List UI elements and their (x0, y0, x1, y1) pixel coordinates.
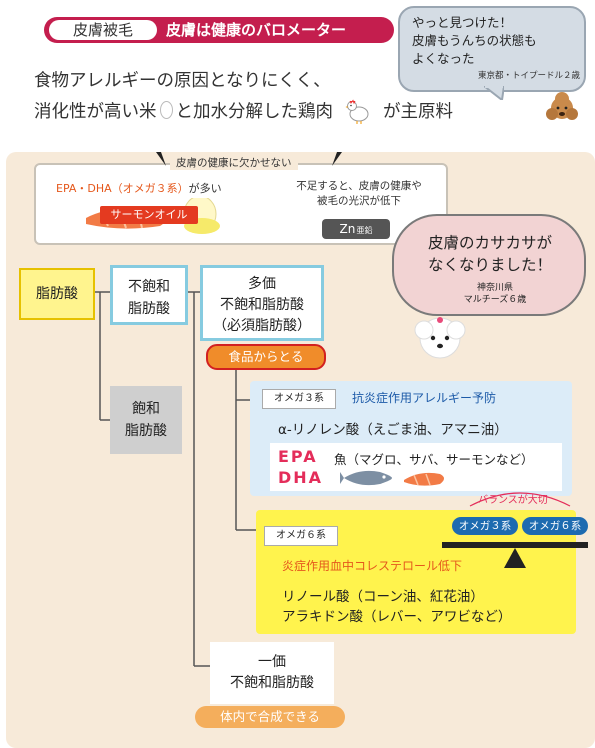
testimonial-bubble-top (398, 6, 586, 92)
intro-line2: 消化性が高い米と加水分解した鶏肉 が主原料 (34, 97, 554, 128)
balance-omega3: オメガ３系 (452, 517, 518, 535)
synthesized-in-body-pill: 体内で合成できる (195, 706, 345, 728)
testimonial-top-text: やっと見つけた！ 皮膚もうんちの状態も よくなった (412, 14, 582, 68)
rice-icon (159, 101, 173, 119)
deficiency-line1: 不足すると、皮膚の健康や (296, 180, 422, 192)
omega3-tag: オメガ３系 (262, 389, 336, 409)
poly-line1: 多価 (248, 276, 276, 292)
testimonial-mid-cap2: マルチーズ６歳 (463, 295, 527, 305)
saturated-line1: 飽和 (132, 401, 160, 417)
emphasis-mark-right-icon (332, 152, 342, 166)
mono-line2: 不飽和脂肪酸 (230, 675, 314, 691)
poly-line2: 不飽和脂肪酸 (220, 297, 304, 313)
epa-dha-suffix: が多い (188, 182, 222, 195)
epa-dha-line: EPA・DHA（オメガ３系）が多い (56, 180, 222, 196)
omega6-tag: オメガ６系 (264, 526, 338, 546)
saturated-line2: 脂肪酸 (125, 423, 167, 439)
unsaturated-box: 不飽和 脂肪酸 (110, 265, 188, 325)
intro-line2-c: が主原料 (383, 102, 453, 122)
mono-line1: 一価 (258, 654, 286, 670)
deficiency-text: 不足すると、皮膚の健康や 被毛の光沢が低下 (284, 179, 434, 209)
unsaturated-line1: 不飽和 (128, 279, 170, 295)
poly-line3: （必須脂肪酸） (213, 318, 311, 334)
alpha-linolenic-text: α-リノレン酸（えごま油、アマニ油） (278, 422, 508, 438)
deficiency-line2: 被毛の光沢が低下 (317, 195, 401, 207)
testimonial-top-line1: やっと見つけた！ (412, 15, 513, 30)
maltese-icon (414, 317, 466, 359)
intro-line2-b: と加水分解した鶏肉 (175, 102, 334, 122)
testimonial-top-caption: 東京都・トイプードル２歳 (477, 71, 580, 81)
omega6-title: 炎症作用血中コレステロール低下 (282, 559, 463, 573)
scale-icon (442, 542, 588, 568)
intro-line2-a: 消化性が高い米 (34, 102, 157, 122)
testimonial-mid-caption: 神奈川県 マルチーズ６歳 (440, 282, 550, 306)
fish-text: 魚（マグロ、サバ、サーモンなど） (334, 452, 534, 467)
from-food-pill: 食品からとる (206, 344, 326, 370)
intro-text: 食物アレルギーの原因となりにくく、 消化性が高い米と加水分解した鶏肉 が主原料 (34, 66, 554, 128)
arachidonic-text: アラキドン酸（レバー、アワビなど） (282, 609, 512, 625)
info-heading: 皮膚の健康に欠かせない (170, 155, 298, 170)
bubble-tail-icon (484, 86, 504, 100)
fatty-acid-box: 脂肪酸 (19, 268, 95, 320)
testimonial-mid-line2: なくなりました！ (427, 256, 552, 274)
balance-arc (469, 492, 571, 507)
epa-dha-label: EPA・DHA（オメガ３系） (56, 182, 189, 195)
zinc-label: 亜鉛 (356, 226, 373, 235)
testimonial-bubble-mid (392, 214, 586, 316)
testimonial-mid-cap1: 神奈川県 (476, 283, 513, 293)
header-tag: 皮膚被毛 (49, 20, 157, 40)
polyunsaturated-box: 多価 不飽和脂肪酸 （必須脂肪酸） (200, 265, 324, 341)
chicken-icon (345, 99, 369, 124)
header-title: 皮膚は健康のバロメーター (166, 21, 347, 39)
omega3-title: 抗炎症作用アレルギー予防 (352, 391, 497, 405)
saturated-box: 飽和 脂肪酸 (110, 386, 182, 454)
monounsaturated-box: 一価 不飽和脂肪酸 (210, 642, 334, 704)
intro-line1: 食物アレルギーの原因となりにくく、 (34, 71, 331, 91)
emphasis-mark-left-icon (156, 152, 166, 166)
linoleic-text: リノール酸（コーン油、紅花油） (282, 589, 484, 605)
unsaturated-line2: 脂肪酸 (128, 301, 170, 317)
fish-icon (340, 470, 444, 486)
testimonial-top-line3: よくなった (412, 51, 475, 66)
balance-label: バランスが大切 (478, 495, 548, 506)
testimonial-top-line2: 皮膚もうんちの状態も (412, 33, 537, 48)
dha-label: DHA (278, 468, 324, 487)
zinc-symbol: Zn (339, 222, 356, 236)
testimonial-mid-line1: 皮膚のカサカサが (427, 234, 552, 252)
poodle-icon (546, 92, 578, 120)
salmon-oil-badge: サーモンオイル (100, 206, 198, 224)
epa-label: EPA (278, 447, 318, 466)
balance-omega6: オメガ６系 (522, 517, 588, 535)
testimonial-mid-text: 皮膚のカサカサが なくなりました！ (410, 232, 570, 276)
zinc-badge: Zn 亜鉛 (322, 219, 390, 239)
